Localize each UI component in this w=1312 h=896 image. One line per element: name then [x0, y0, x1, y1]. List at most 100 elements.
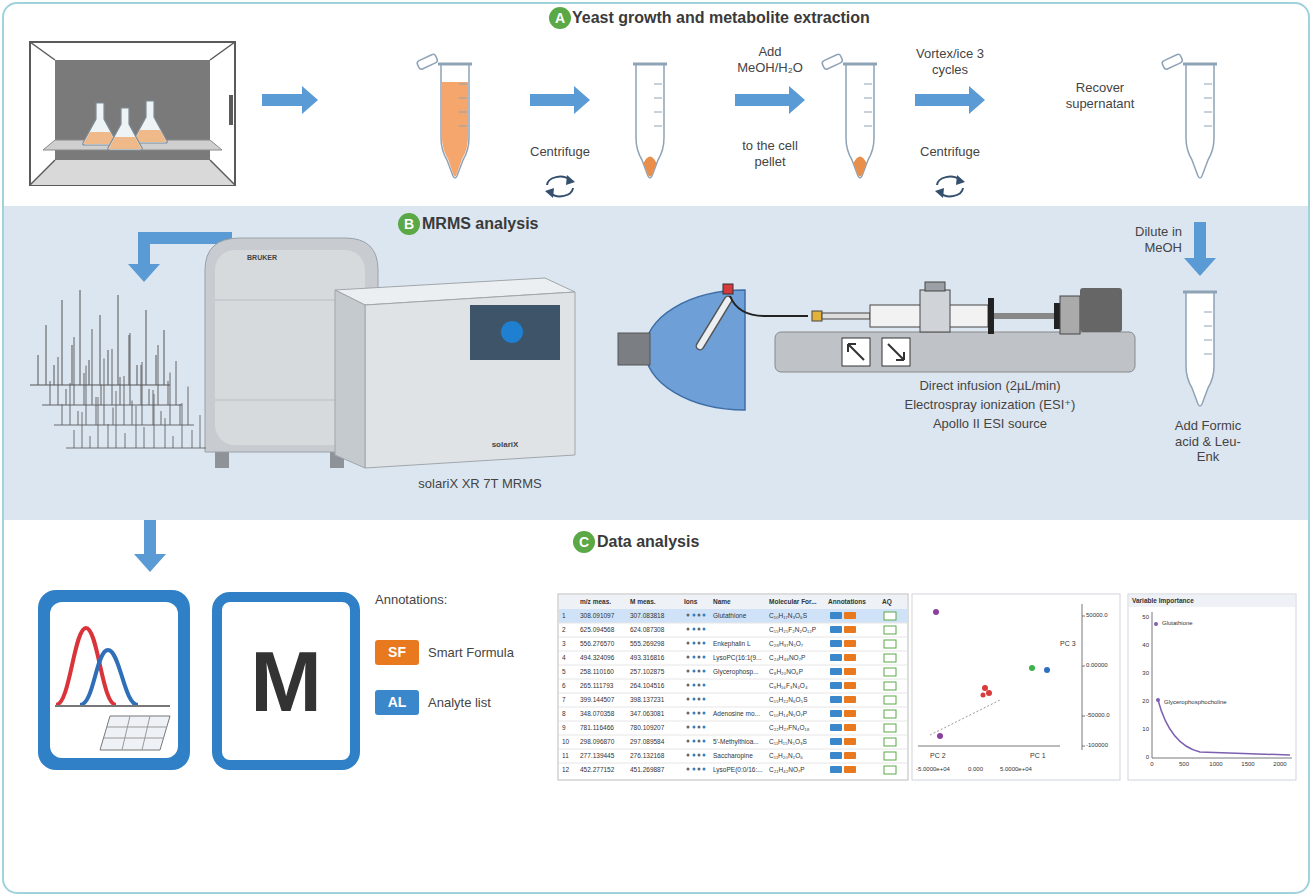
table-cell: Enkephalin L — [713, 640, 751, 648]
table-cell: 257.102875 — [630, 668, 664, 676]
spectrometer-console — [335, 278, 575, 468]
step-label: solariX — [492, 440, 519, 450]
tube-supernatant — [1161, 53, 1217, 178]
table-cell: 624.087308 — [630, 626, 664, 634]
step-label: Centrifuge — [900, 144, 1000, 160]
sample-tube — [1183, 292, 1217, 406]
step-label: Electrospray ionization (ESI⁺) — [905, 397, 1076, 413]
results-table — [558, 594, 908, 780]
esi-source — [618, 284, 745, 410]
table-cell: 4 — [562, 654, 566, 662]
table-cell: 264.104516 — [630, 682, 664, 690]
magnet — [205, 238, 378, 468]
process-arrow — [262, 86, 985, 114]
panel-heading: MRMS analysis — [422, 214, 538, 233]
mass-spectra — [30, 290, 206, 448]
chart-label: 50000.0 — [1086, 612, 1108, 619]
table-cell: 6 — [562, 682, 566, 690]
node-text: B — [404, 217, 414, 231]
step-label: Add Formic acid & Leu-Enk — [1170, 418, 1246, 465]
chart-label: 500 — [1172, 761, 1196, 768]
chart-label: PC 3 — [1060, 640, 1076, 648]
chart-label: 30 — [1129, 670, 1149, 677]
chart-label: 40 — [1129, 642, 1149, 649]
step-badge: C — [573, 531, 595, 553]
chart-label: Glutathione — [1162, 620, 1193, 627]
table-cell: C₁₁H₁₅N₅O₃S — [769, 738, 807, 746]
table-cell: 8 — [562, 710, 566, 718]
table-cell: 494.324096 — [580, 654, 614, 662]
table-cell: 399.144507 — [580, 696, 614, 704]
incubator — [30, 42, 235, 185]
annotation-badge: AL — [375, 690, 419, 715]
step-label: Direct infusion (2µL/min) — [919, 378, 1060, 394]
table-cell: 276.132168 — [630, 752, 664, 760]
table-cell: 348.070358 — [580, 710, 614, 718]
centrifuge-symbol — [545, 175, 965, 198]
table-cell: Saccharopine — [713, 752, 753, 760]
infusion-tubing — [730, 296, 808, 316]
table-cell: C₁₀H₁₄N₅O₇P — [769, 710, 807, 718]
chart-label: -5.0000e+04 — [916, 766, 950, 773]
annotation-badge: SF — [375, 640, 419, 665]
table-cell: 398.137231 — [630, 696, 664, 704]
dataanalysis-icon — [38, 590, 190, 770]
table-cell: 11 — [562, 752, 569, 760]
table-cell: 2 — [562, 626, 566, 634]
table-cell: C₁₁H₂₀N₂O₆ — [769, 752, 803, 760]
tube-with-pellet — [633, 64, 667, 178]
table-cell: Adenosine mo... — [713, 710, 760, 718]
step-label: Apollo II ESI source — [933, 416, 1047, 432]
table-cell: C₂₂H₂₇FN₄O₁₈ — [769, 724, 809, 732]
table-cell: Molecular For... — [769, 598, 817, 606]
table-cell: 781.116466 — [580, 724, 614, 732]
table-cell: AQ — [882, 598, 892, 606]
panel-band: Data analysisCMSFAL — [0, 520, 1312, 896]
step-label: Centrifuge — [510, 144, 610, 160]
step-label: to the cell pellet — [730, 138, 810, 169]
chart-label: 20 — [1129, 698, 1149, 705]
table-cell: C₁₀H₁₇N₃O₆S — [769, 612, 807, 620]
chart-label: -100000 — [1086, 742, 1108, 749]
table-cell: 265.111793 — [580, 682, 613, 690]
tube-with-culture — [416, 53, 472, 178]
table-cell: 12 — [562, 766, 569, 774]
step-label: Annotations: — [375, 592, 447, 608]
chart-label: PC 2 — [930, 752, 946, 760]
table-cell: C₁₅H₂₅F₂N₂O₁₂P — [769, 626, 816, 634]
panel-heading: Data analysis — [597, 532, 699, 551]
step-label: Add MeOH/H₂O — [725, 44, 815, 75]
table-cell: 493.316816 — [630, 654, 664, 662]
step-label: Vortex/ice 3 cycles — [910, 46, 990, 77]
chart-label: 0 — [1129, 754, 1149, 761]
table-cell: 451.269887 — [630, 766, 664, 774]
table-cell: 297.089584 — [630, 738, 664, 746]
step-label: Smart Formula — [428, 645, 514, 661]
node-text: SF — [388, 645, 406, 660]
table-cell: C₈H₁₆F₃N₄O₄ — [769, 682, 808, 690]
outer-frame — [3, 3, 1309, 893]
step-badge: A — [549, 7, 571, 29]
table-cell: C₈H₂₀NO₆P — [769, 668, 803, 676]
chart-label: Glycerophosphocholine — [1164, 699, 1227, 706]
table-cell: LysoPC(16:1(9... — [713, 654, 762, 662]
table-cell: m/z meas. — [580, 598, 611, 606]
table-cell: 9 — [562, 724, 566, 732]
process-arrow — [128, 222, 1216, 572]
chart-label: 1500 — [1236, 761, 1260, 768]
table-cell: C₂₄H₄₈NO₇P — [769, 654, 805, 662]
table-cell: Annotations — [828, 598, 866, 606]
node-text: AL — [388, 695, 407, 710]
table-cell: C₁₅H₂₂N₆O₅S — [769, 696, 808, 704]
table-cell: 5'-Methylthioa... — [713, 738, 759, 746]
table-cell: 556.276570 — [580, 640, 614, 648]
table-cell: C₂₈H₃₇N₅O₇ — [769, 640, 803, 648]
chart-label: Variable Importance — [1132, 597, 1194, 605]
step-label: Analyte list — [428, 695, 491, 711]
table-cell: 308.091097 — [580, 612, 614, 620]
chart-label: 10 — [1129, 726, 1149, 733]
